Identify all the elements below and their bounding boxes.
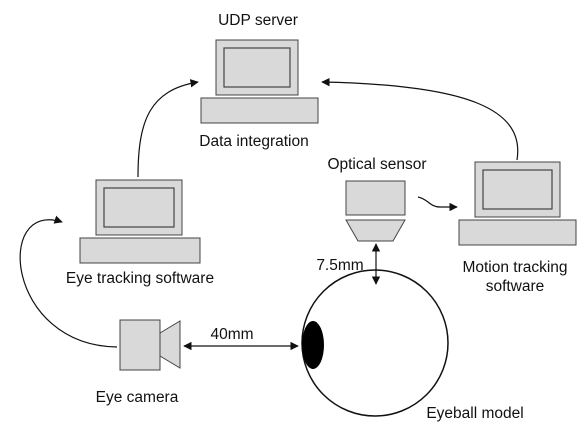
eye-tracking-to-udp-arrow xyxy=(137,79,199,178)
sensor-to-motion-arrow xyxy=(417,196,458,212)
eye-camera-icon xyxy=(119,319,181,371)
eye-tracking-software-label: Eye tracking software xyxy=(66,270,214,287)
motion-tracking-computer-icon xyxy=(458,161,577,246)
udp-server-label: UDP server xyxy=(218,12,298,29)
camera-to-eye-tracking-arrow xyxy=(19,215,118,348)
motion-tracking-label-line1: Motion tracking xyxy=(462,259,567,276)
eye-camera-label: Eye camera xyxy=(96,389,179,406)
eyeball-model-icon xyxy=(301,269,449,417)
motion-tracking-label-line2: software xyxy=(486,278,545,295)
udp-server-computer-icon xyxy=(200,39,319,124)
optical-sensor-label: Optical sensor xyxy=(327,156,426,173)
eyeball-model-label: Eyeball model xyxy=(426,405,523,422)
sensor-distance-label: 7.5mm xyxy=(316,257,363,274)
data-integration-label: Data integration xyxy=(199,133,308,150)
eye-tracking-computer-icon xyxy=(79,179,201,264)
pupil-icon xyxy=(302,321,324,369)
camera-distance-label: 40mm xyxy=(210,326,253,343)
optical-sensor-icon xyxy=(345,180,406,242)
motion-to-udp-arrow xyxy=(321,77,519,161)
